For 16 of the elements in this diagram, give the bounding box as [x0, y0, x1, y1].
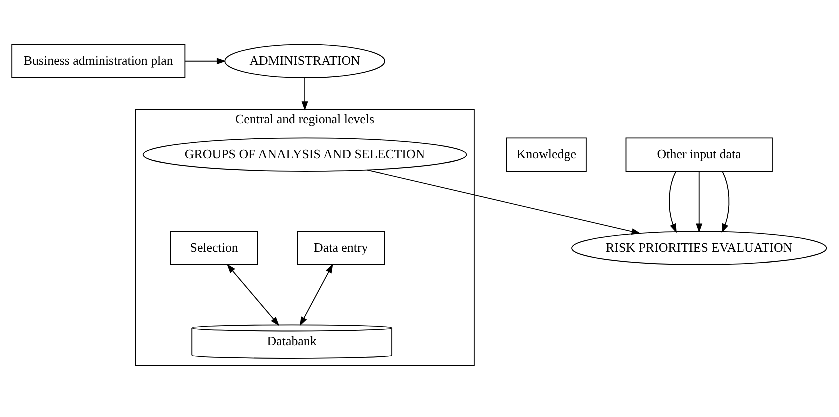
- node-box: Other input data: [626, 137, 773, 172]
- node-box: Selection: [170, 230, 258, 265]
- node-ellipse: RISK PRIORITIES EVALUATION: [572, 230, 828, 265]
- node-box: Business administration plan: [12, 44, 186, 78]
- arrow: [367, 169, 642, 234]
- node-ellipse: ADMINISTRATION: [224, 44, 386, 78]
- node-box: Data entry: [297, 230, 386, 265]
- arrow: [696, 170, 703, 233]
- arrow: [722, 170, 730, 233]
- node-box: Knowledge: [506, 137, 587, 172]
- arrow: [669, 170, 677, 233]
- node-ellipse: GROUPS OF ANALYSIS AND SELECTION: [142, 137, 468, 172]
- arrow: [300, 263, 334, 326]
- arrow: [302, 77, 308, 110]
- arrow: [226, 264, 280, 326]
- arrow: [184, 58, 226, 64]
